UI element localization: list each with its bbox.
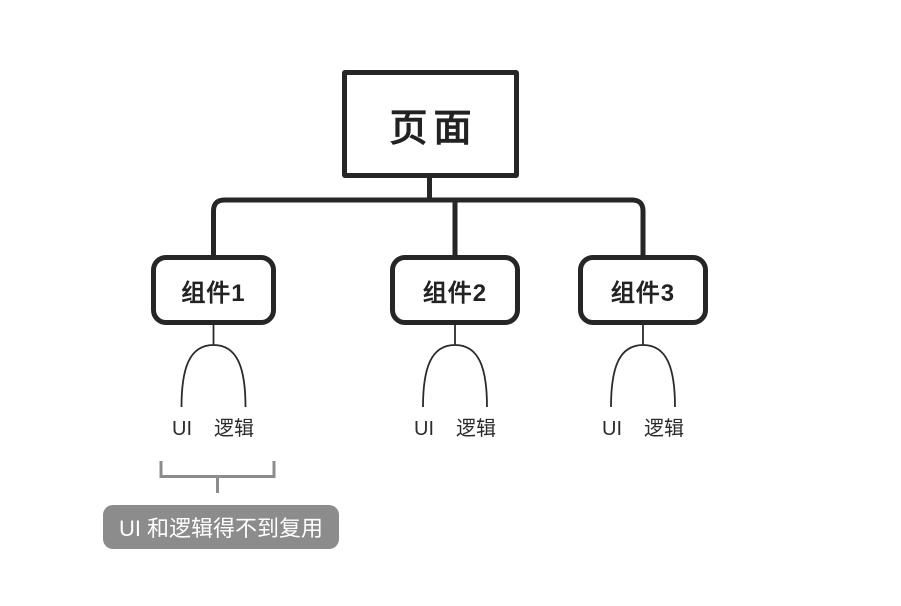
node-page: 页面	[342, 70, 519, 178]
children-row-comp2: UI 逻辑	[414, 412, 496, 441]
child-label-logic: 逻辑	[644, 418, 684, 440]
child-label-logic: 逻辑	[214, 418, 254, 440]
node-component-1: 组件1	[151, 255, 276, 325]
tree-connector	[211, 197, 646, 255]
group-bracket	[159, 461, 276, 493]
children-row-comp3: UI 逻辑	[602, 412, 684, 441]
children-row-comp1: UI 逻辑	[172, 412, 254, 441]
annotation-label: UI 和逻辑得不到复用	[118, 516, 324, 541]
node-component-3: 组件3	[578, 255, 708, 325]
split-arch-comp1	[180, 325, 247, 408]
node-component-3-label: 组件3	[610, 279, 676, 307]
child-label-ui: UI	[172, 418, 192, 440]
node-component-2: 组件2	[390, 255, 520, 325]
child-label-ui: UI	[602, 418, 622, 440]
split-arch-comp2	[422, 325, 488, 408]
annotation-pill: UI 和逻辑得不到复用	[103, 505, 339, 549]
node-component-1-label: 组件1	[181, 279, 246, 307]
node-page-label: 页面	[389, 107, 478, 150]
child-label-ui: UI	[414, 418, 434, 440]
child-label-logic: 逻辑	[456, 418, 496, 440]
split-arch-comp3	[610, 325, 676, 408]
node-component-2-label: 组件2	[422, 279, 488, 307]
